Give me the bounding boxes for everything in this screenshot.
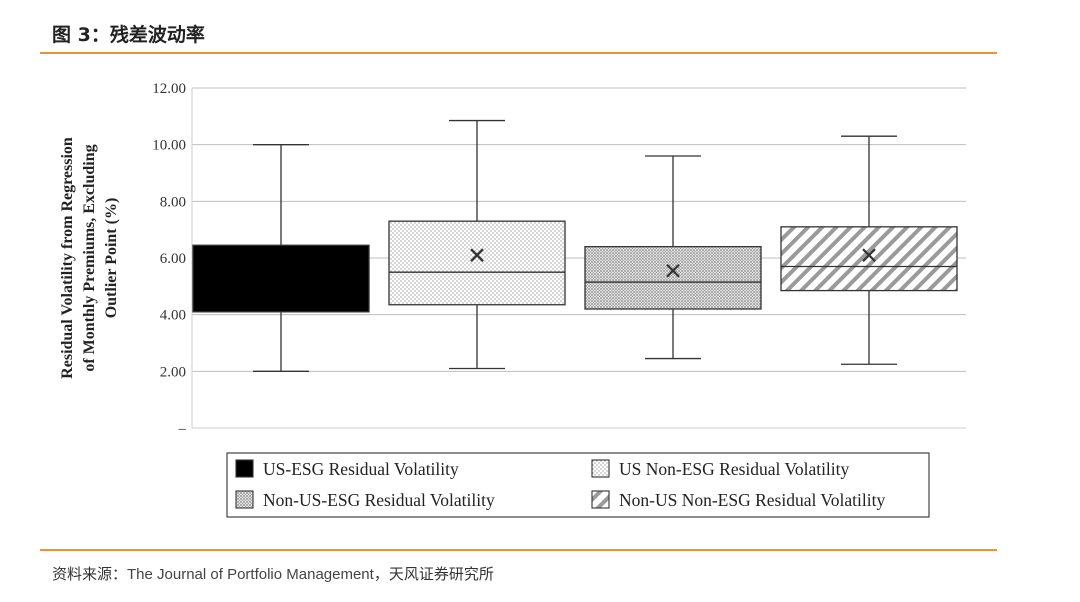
box-plot-chart: – 2.00 4.00 6.00 8.00 10.00 12.00 Residual Vol… — [59, 81, 966, 518]
legend-label: Non-US Non-ESG Residual Volatility — [619, 490, 885, 510]
source-suffix: ，天风证券研究所 — [373, 565, 494, 583]
legend-label: US Non-ESG Residual Volatility — [619, 459, 850, 479]
y-tick-label: 8.00 — [160, 194, 186, 210]
legend-swatch — [235, 459, 254, 478]
y-tick-label: 4.00 — [160, 308, 186, 324]
y-axis-title-line: Outlier Point (%) — [103, 198, 120, 319]
y-tick-label: 6.00 — [160, 251, 186, 267]
source-prefix: 资料来源： — [52, 565, 128, 583]
legend-swatch — [591, 459, 610, 478]
source-journal: The Journal of Portfolio Management — [127, 566, 374, 583]
mean-marker — [666, 263, 680, 278]
y-tick-label: 2.00 — [160, 364, 186, 380]
y-tick-label: 12.00 — [152, 81, 186, 97]
y-axis-title: Residual Volatility from Regression of Mo… — [59, 137, 120, 379]
legend-swatch — [235, 490, 254, 509]
legend-swatch — [591, 490, 610, 509]
bottom-rule — [40, 549, 997, 551]
legend-label: Non-US-ESG Residual Volatility — [263, 490, 495, 510]
y-tick-label: 10.00 — [152, 138, 186, 154]
mean-marker — [470, 248, 484, 262]
y-tick-label: – — [178, 421, 187, 437]
box-2 — [388, 119, 566, 370]
mean-marker — [862, 248, 876, 262]
box-3 — [584, 155, 762, 360]
legend-frame — [226, 452, 930, 518]
y-axis-title-line: of Monthly Premiums, Excluding — [81, 144, 98, 371]
iqr-box — [584, 246, 762, 310]
iqr-box — [388, 220, 566, 306]
y-axis-title-line: Residual Volatility from Regression — [59, 137, 76, 379]
iqr-box — [780, 226, 958, 292]
legend: US-ESG Residual Volatility US Non-ESG Res… — [226, 452, 930, 518]
figure-title: 图 3：残差波动率 — [52, 24, 205, 46]
legend-label: US-ESG Residual Volatility — [263, 459, 459, 479]
top-rule — [40, 52, 997, 54]
iqr-box — [192, 244, 370, 313]
box-1 — [192, 144, 370, 372]
box-4 — [780, 135, 958, 365]
source-note: 资料来源：The Journal of Portfolio Management… — [52, 563, 494, 584]
